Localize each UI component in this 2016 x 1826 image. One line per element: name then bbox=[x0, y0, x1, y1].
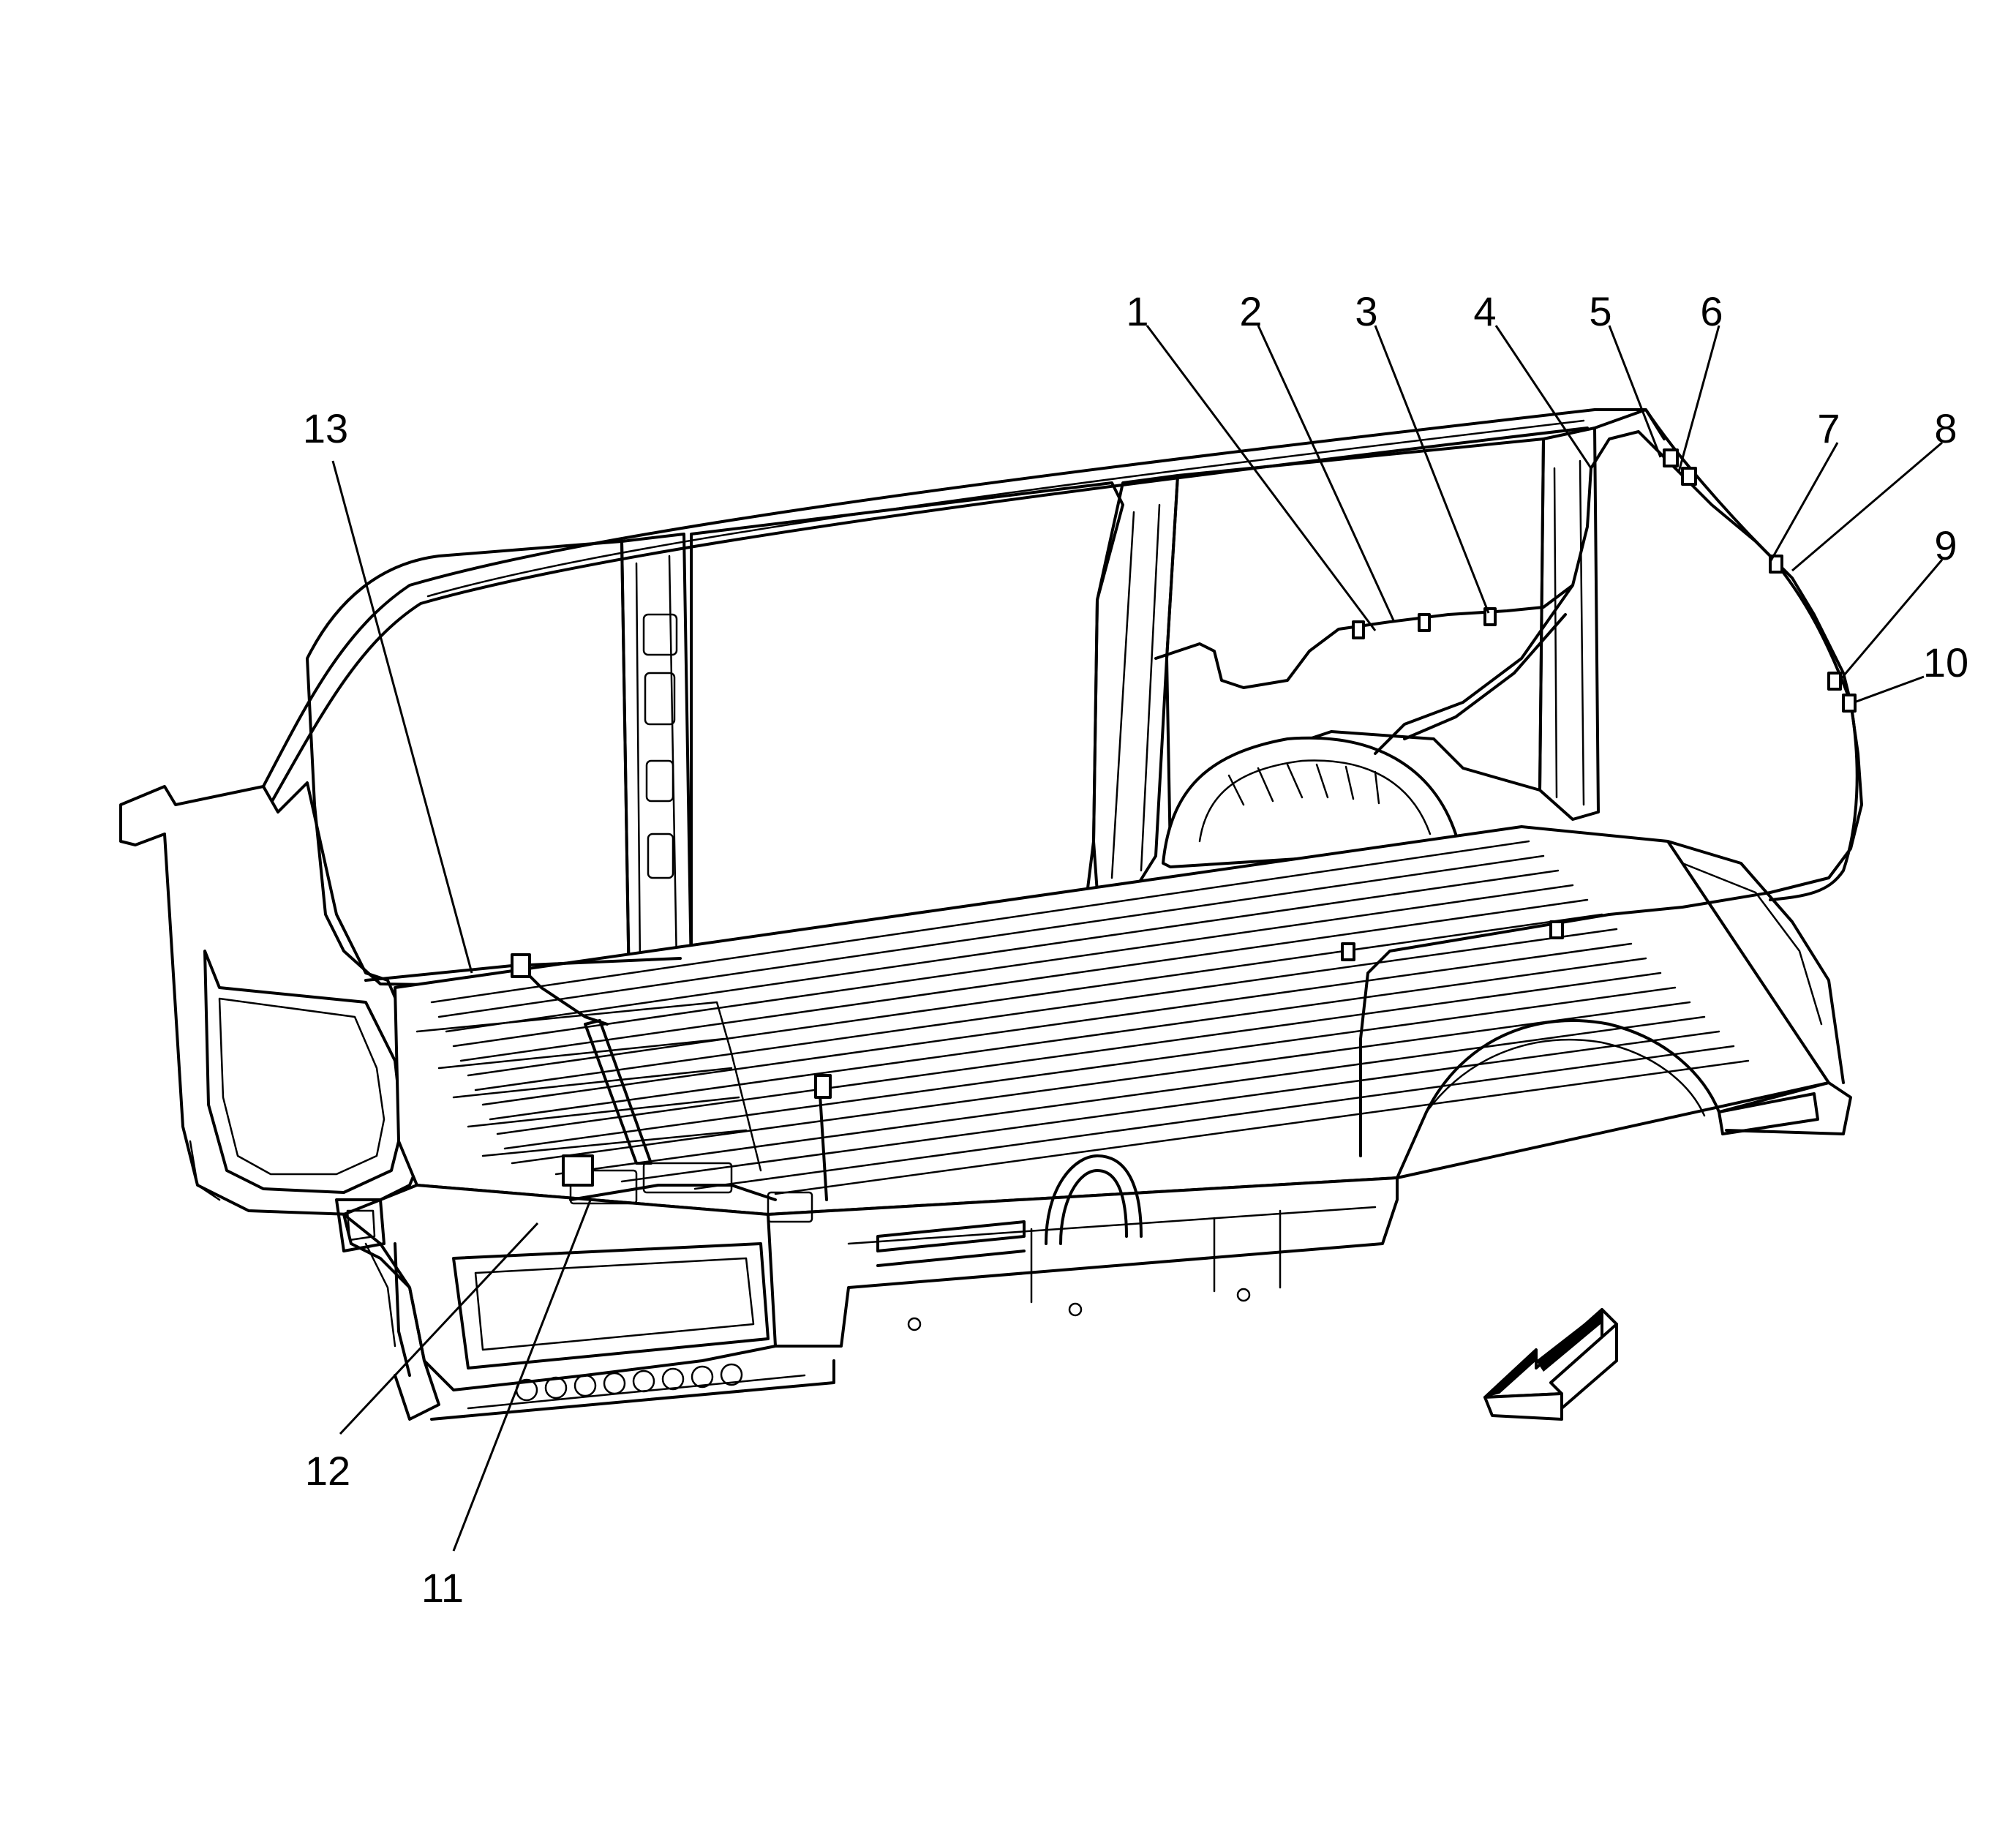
callout-5: 5 bbox=[1589, 288, 1611, 334]
rear-quarter-lower bbox=[1396, 1019, 1852, 1179]
rear-wheelhouse-inner bbox=[1162, 736, 1461, 868]
callout-7: 7 bbox=[1817, 405, 1840, 451]
callout-2: 2 bbox=[1239, 288, 1262, 334]
leader-lines bbox=[331, 325, 1944, 1552]
front-window-opening bbox=[306, 540, 631, 989]
callout-6: 6 bbox=[1700, 288, 1723, 334]
callout-11: 11 bbox=[421, 1565, 464, 1611]
callout-9: 9 bbox=[1934, 522, 1957, 568]
callout-1: 1 bbox=[1126, 288, 1148, 334]
roof-rail bbox=[262, 408, 1666, 788]
rear-opening-frame bbox=[1593, 408, 1859, 901]
callouts: 1 2 3 4 5 6 7 8 9 10 11 12 13 bbox=[303, 288, 1968, 1611]
callout-12: 12 bbox=[305, 1448, 350, 1494]
forward-arrow-icon bbox=[1483, 1308, 1618, 1421]
harness-floor bbox=[1359, 913, 1611, 1157]
harness-center bbox=[569, 1081, 828, 1201]
floor-panel bbox=[394, 825, 1830, 1216]
rocker-holes bbox=[515, 1363, 743, 1402]
harness-d-pillar bbox=[1374, 584, 1574, 755]
callout-4: 4 bbox=[1473, 288, 1496, 334]
callout-10: 10 bbox=[1923, 639, 1968, 685]
c-pillar bbox=[1092, 474, 1179, 894]
callout-13: 13 bbox=[303, 405, 348, 451]
wiring-harness bbox=[364, 430, 1863, 1201]
callout-3: 3 bbox=[1355, 288, 1377, 334]
d-pillar bbox=[1538, 427, 1600, 821]
vehicle-body bbox=[119, 408, 1859, 1421]
harness-rear-upper bbox=[1154, 430, 1863, 916]
callout-8: 8 bbox=[1934, 405, 1957, 451]
floor-ribs bbox=[430, 840, 1750, 1195]
front-body-side bbox=[119, 781, 429, 1216]
front-seat-pan bbox=[415, 1001, 762, 1172]
